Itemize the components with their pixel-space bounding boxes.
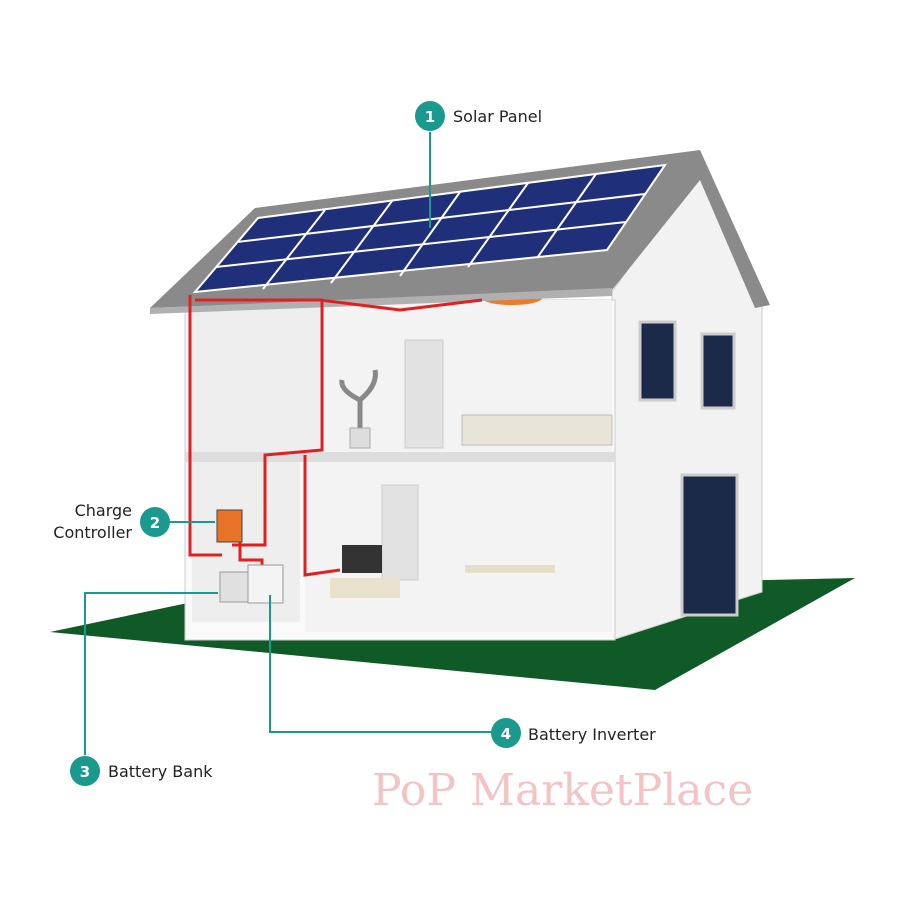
tv (342, 545, 382, 573)
door-lower (381, 484, 419, 581)
pot-upper (349, 427, 371, 449)
label-charge: Charge (75, 501, 132, 520)
room-upper-left (192, 305, 320, 455)
charge-controller (216, 509, 243, 543)
window (638, 320, 677, 402)
battery-inverter (247, 564, 284, 604)
door-upper (404, 339, 444, 449)
label-solar-panel: Solar Panel (453, 107, 542, 126)
callout-lines (84, 132, 505, 755)
badge-1 (415, 101, 445, 131)
label-controller: Controller (53, 523, 132, 542)
callout-solar-panel: 1 Solar Panel (415, 101, 542, 131)
label-battery-inverter: Battery Inverter (528, 725, 656, 744)
badge-2 (140, 507, 170, 537)
badge-4 (491, 718, 521, 748)
callout-charge-controller: 2 Charge Controller (53, 501, 170, 542)
badge-3 (70, 756, 100, 786)
bed (461, 414, 613, 446)
window (700, 332, 736, 410)
dining-table (465, 565, 555, 573)
floor-slab (185, 452, 615, 462)
watermark: PoP MarketPlace (372, 765, 753, 816)
roof-front-edge (150, 288, 612, 314)
solar-panel-grid (215, 173, 646, 290)
tv-stand (330, 578, 400, 598)
badge-number: 3 (80, 763, 90, 781)
callout-battery-bank: 3 Battery Bank (70, 756, 213, 786)
sliding-door (680, 473, 739, 617)
badge-number: 4 (501, 725, 511, 743)
badge-number: 2 (150, 514, 160, 532)
callout-battery-inverter: 4 Battery Inverter (491, 718, 656, 748)
wiring (188, 295, 483, 577)
plant-upper (339, 369, 378, 430)
badge-number: 1 (425, 108, 435, 126)
label-battery-bank: Battery Bank (108, 762, 213, 781)
